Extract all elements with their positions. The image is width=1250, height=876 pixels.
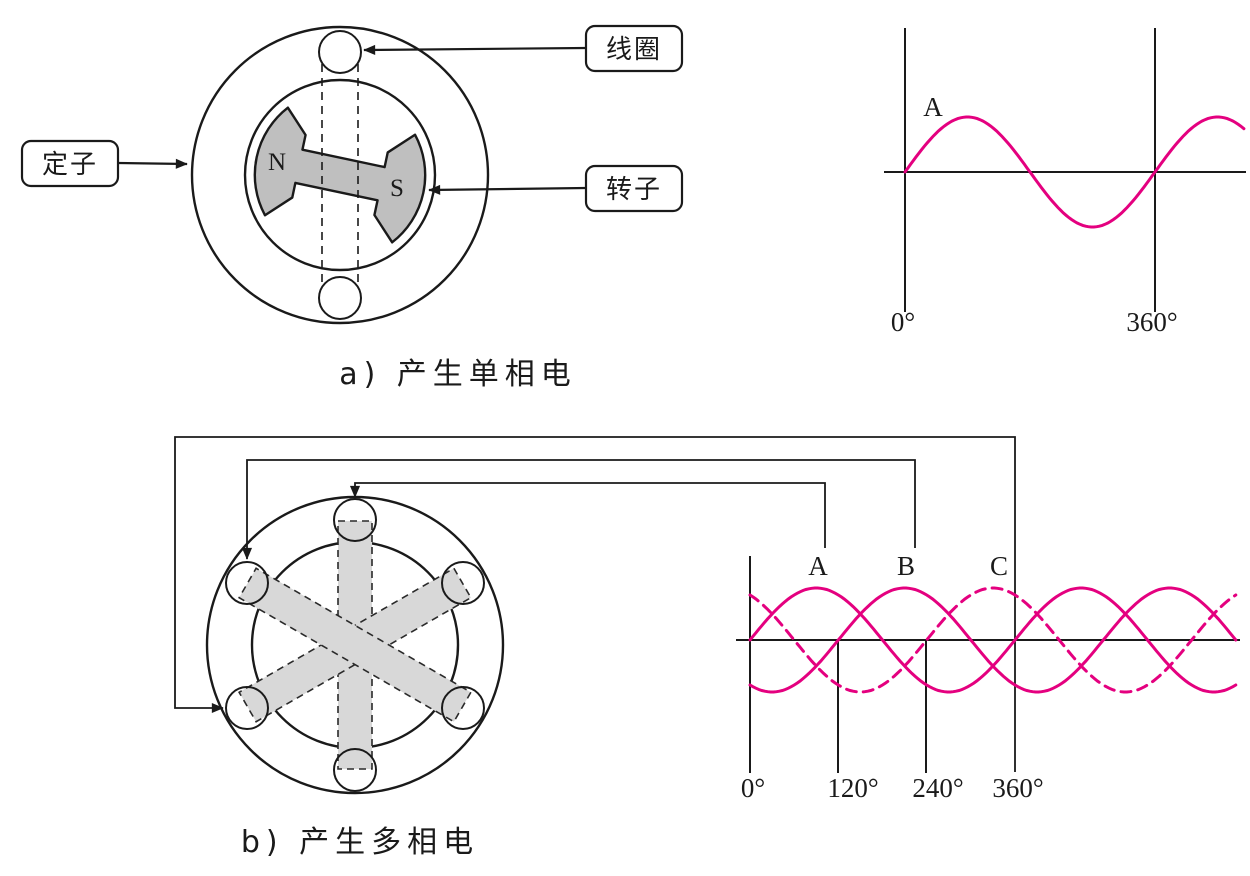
graph-b-tick-360: 360° — [992, 773, 1043, 803]
wire-phase-c — [174, 436, 1016, 772]
graph-b-tick-0: 0° — [741, 773, 765, 803]
graph-b-phase-a-label: A — [808, 551, 828, 581]
pole-n-label: N — [268, 149, 286, 176]
pole-s-label: S — [390, 175, 404, 202]
stator-outer-circle — [190, 25, 490, 325]
stator-callout-label: 定子 — [42, 150, 98, 180]
stator-inner-circle — [243, 78, 437, 272]
wave-b-phase-B — [748, 586, 1238, 694]
graph-b-phase-b-label: B — [897, 551, 915, 581]
section-b-graph: A B C 0° 120° 240° 360° — [736, 551, 1240, 803]
coil-b-upper-right — [441, 561, 485, 605]
graph-b-tick-240: 240° — [912, 773, 963, 803]
coil-bottom — [318, 276, 362, 320]
rotor-callout-label: 转子 — [606, 175, 662, 205]
rotor-callout-arrow — [428, 184, 587, 195]
coil-b-lower-left — [225, 686, 269, 730]
coil-b-bottom — [333, 748, 377, 792]
rotor-shape — [253, 106, 427, 244]
stator-callout-arrow — [117, 158, 188, 169]
rotor-bar-120 — [238, 567, 472, 723]
wave-b-phase-C — [748, 586, 1238, 694]
coil-b-upper-left — [225, 561, 269, 605]
graph-a-tick-0: 0° — [891, 307, 915, 337]
caption-a: a) 产生单相电 — [339, 357, 577, 392]
coil-callout-arrow — [363, 44, 587, 55]
graph-a-tick-360: 360° — [1126, 307, 1177, 337]
wire-phase-b — [241, 459, 916, 560]
coil-b-top — [333, 498, 377, 542]
rotor-bars — [238, 520, 472, 770]
wire-phase-a — [349, 482, 826, 548]
graph-b-tick-120: 120° — [827, 773, 878, 803]
coil-callout-label: 线圈 — [606, 35, 662, 65]
section-a-machine: N S 定子 线圈 转子 — [20, 24, 684, 325]
coil-top — [318, 30, 362, 74]
graph-b-phase-c-label: C — [990, 551, 1008, 581]
section-b-machine — [205, 495, 505, 795]
wave-a-phase-A — [903, 115, 1246, 229]
coil-b-lower-right — [441, 686, 485, 730]
rotor-body — [253, 106, 427, 244]
caption-b: b) 产生多相电 — [241, 825, 479, 860]
phase-wires — [174, 436, 1016, 772]
section-a-graph: A 0° 360° — [884, 28, 1246, 337]
graph-a-phase-a-label: A — [923, 92, 943, 122]
